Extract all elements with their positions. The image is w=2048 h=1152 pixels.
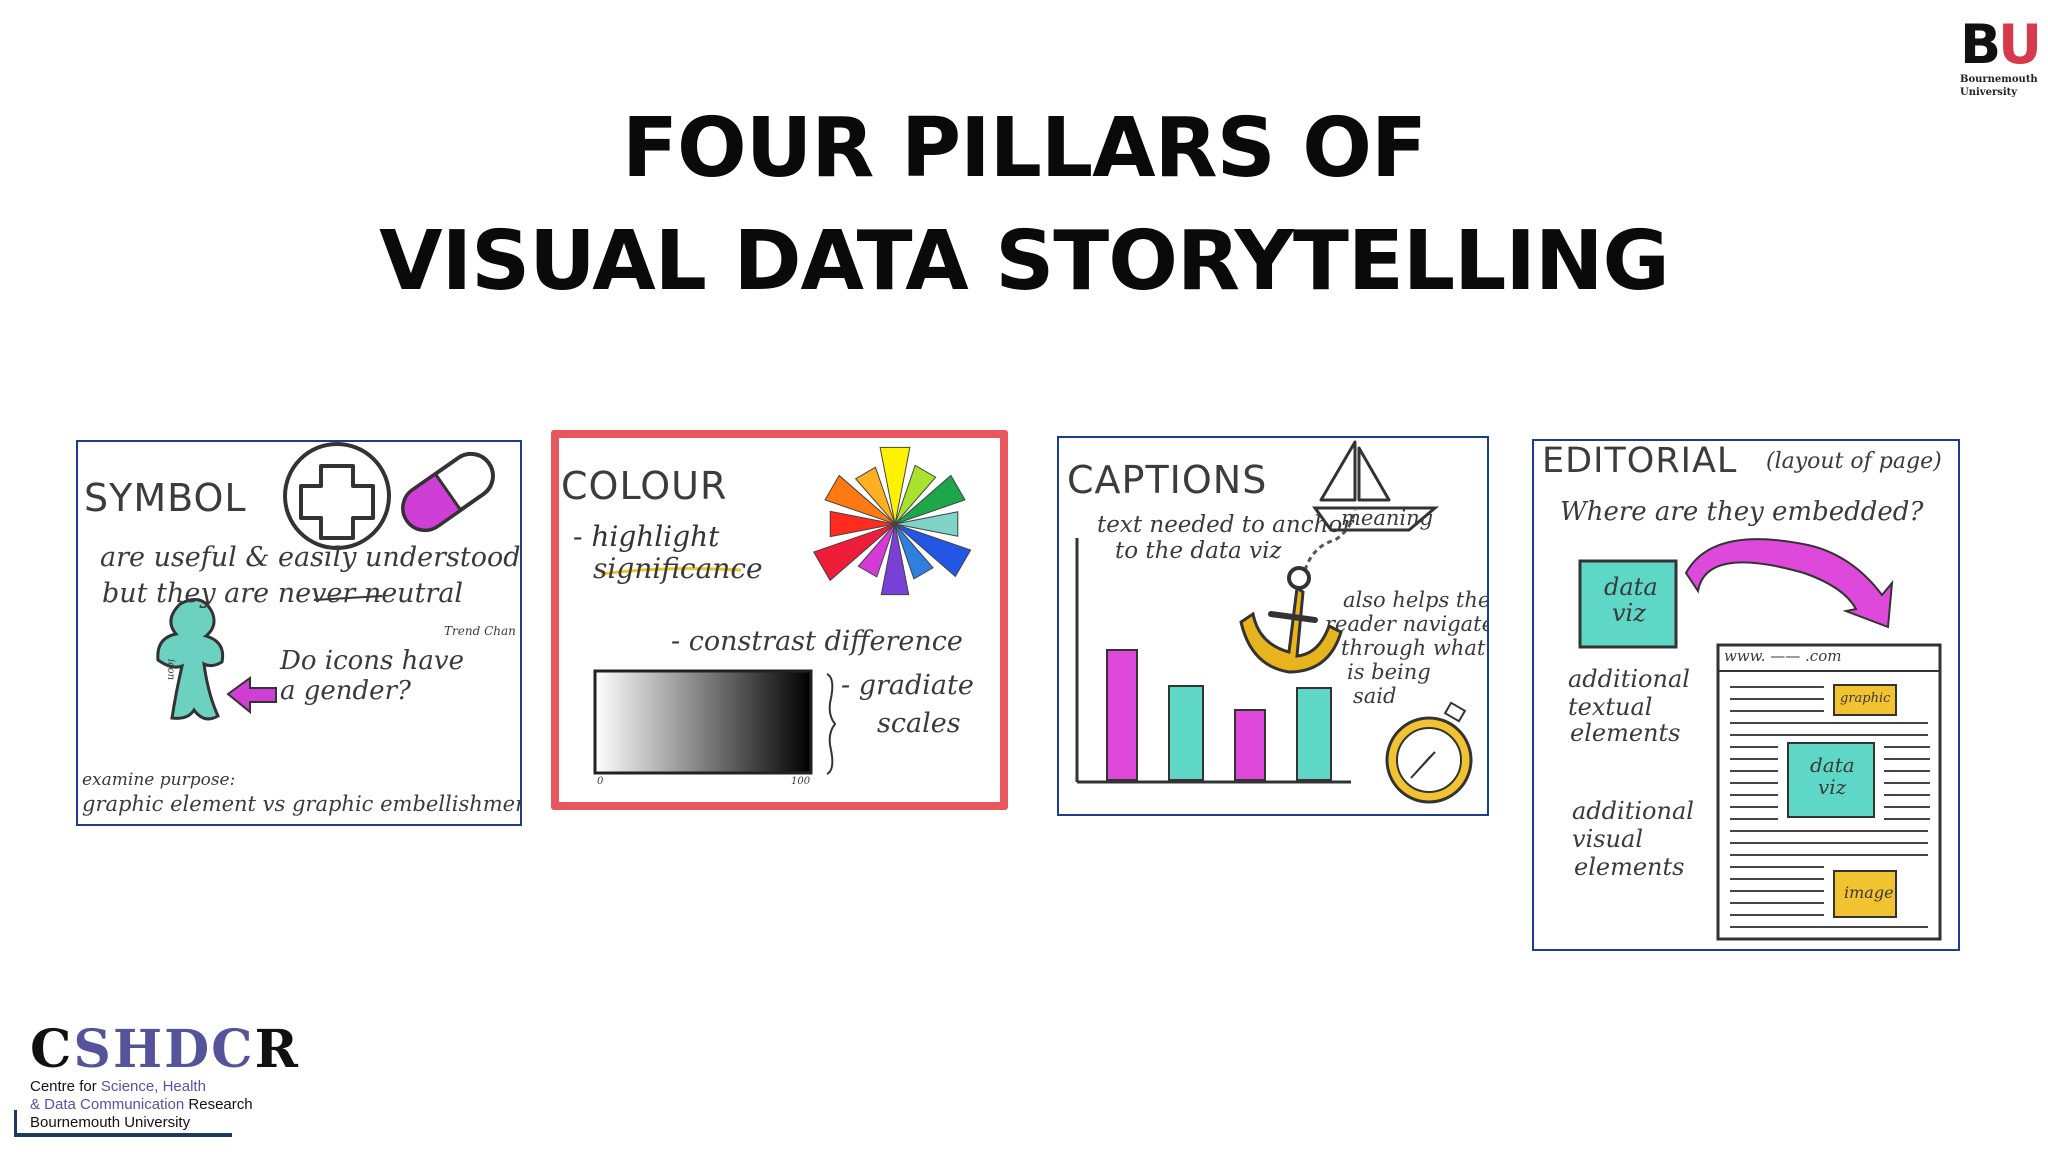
- editorial-url: www. —— .com: [1724, 647, 1842, 665]
- editorial-textual-1: additional: [1568, 665, 1690, 693]
- captions-line-1: text needed to anchor: [1097, 512, 1354, 538]
- colour-wheel-wedge: [894, 523, 972, 578]
- colour-wheel-wedge: [824, 474, 896, 525]
- symbol-figure-label: icon: [165, 658, 177, 681]
- editorial-box-viz: viz: [1612, 599, 1646, 627]
- colour-wheel-icon: [812, 446, 972, 596]
- title-line-2: VISUAL DATA STORYTELLING: [379, 214, 1670, 309]
- captions-panel: CAPTIONS text needed to anchor meaning t…: [1057, 436, 1489, 816]
- first-aid-cross-icon: [283, 442, 391, 550]
- colour-note-3: - constrast difference: [671, 626, 963, 657]
- symbol-heading: SYMBOL: [84, 476, 247, 520]
- captions-help-5: said: [1353, 684, 1397, 708]
- colour-scale-min: 0: [597, 776, 604, 787]
- colour-note-1: - highlight: [573, 520, 720, 553]
- sailboat-icon: [1312, 440, 1440, 532]
- symbol-question-2: a gender?: [280, 676, 411, 706]
- editorial-inner-data: data: [1810, 753, 1855, 777]
- cshdcr-wordmark: CSHDCR: [30, 1019, 300, 1080]
- symbol-line-2: but they are never neutral: [102, 578, 464, 609]
- colour-wheel-wedge: [894, 464, 937, 525]
- underline-never: [313, 595, 383, 601]
- cshdcr-divider: [14, 1133, 232, 1137]
- symbol-question-1: Do icons have: [280, 646, 464, 676]
- captions-heading: CAPTIONS: [1067, 458, 1268, 502]
- cshdcr-divider-tick: [14, 1110, 17, 1136]
- colour-heading: COLOUR: [561, 464, 728, 508]
- editorial-heading: EDITORIAL: [1542, 441, 1738, 481]
- editorial-illustration: [1578, 538, 1942, 941]
- editorial-graphic-label: graphic: [1840, 691, 1891, 706]
- colour-wheel-wedge: [879, 446, 911, 525]
- colour-note-5: scales: [877, 708, 961, 739]
- highlight-underline: [600, 567, 742, 576]
- colour-wheel-wedge: [857, 523, 896, 578]
- webpage-icon: [1716, 643, 1942, 941]
- symbol-credit: Trend Chan: [444, 624, 516, 638]
- editorial-box-data: data: [1604, 573, 1658, 601]
- editorial-visual-1: additional: [1572, 797, 1694, 825]
- editorial-textual-3: elements: [1570, 719, 1681, 747]
- editorial-visual-2: visual: [1572, 825, 1643, 853]
- bu-logo: BU Bournemouth University: [1960, 13, 2042, 99]
- colour-wheel-wedge: [812, 523, 896, 582]
- bu-logo-mark: BU: [1960, 13, 2042, 76]
- colour-wheel-wedge: [894, 523, 934, 580]
- editorial-subheading: (layout of page): [1766, 449, 1942, 474]
- cshdcr-line-2: & Data Communication Research: [30, 1096, 253, 1113]
- editorial-image-label: image: [1844, 883, 1894, 902]
- symbol-illustration: [156, 442, 495, 721]
- colour-note-4: - gradiate: [841, 670, 974, 701]
- cshdcr-line-3: Bournemouth University: [30, 1114, 191, 1131]
- editorial-textual-2: textual: [1568, 693, 1653, 721]
- person-figure-icon: [156, 598, 225, 721]
- captions-illustration: [1075, 440, 1473, 804]
- left-arrow-icon: [226, 676, 277, 715]
- bu-logo-line1: Bournemouth: [1960, 74, 2038, 85]
- editorial-question: Where are they embedded?: [1560, 497, 1924, 527]
- editorial-panel: EDITORIAL (layout of page) Where are the…: [1532, 439, 1960, 951]
- colour-wheel-wedge: [829, 510, 896, 538]
- symbol-line-1: are useful & easily understood: [100, 542, 521, 573]
- captions-help-3: through what: [1341, 636, 1486, 660]
- colour-illustration: [593, 446, 972, 775]
- captions-help-4: is being: [1347, 660, 1431, 684]
- colour-wheel-wedge: [880, 523, 910, 596]
- data-viz-box: [1578, 559, 1678, 649]
- colour-scale-max: 100: [791, 776, 811, 787]
- symbol-panel: SYMBOL are useful & easily understood bu…: [76, 440, 522, 826]
- gradient-bar-icon: [593, 669, 837, 775]
- colour-wheel-wedge: [854, 466, 896, 525]
- captions-help-2: reader navigate: [1325, 612, 1489, 636]
- colour-panel: COLOUR - highlight significance - constr…: [551, 430, 1008, 810]
- captions-line-2: meaning: [1341, 506, 1434, 530]
- curved-arrow-icon: [1684, 538, 1894, 629]
- anchor-icon: [1239, 509, 1357, 674]
- bar-chart-icon: [1075, 538, 1351, 784]
- bu-logo-line2: University: [1960, 87, 2018, 98]
- cshdcr-line-1: Centre for Science, Health: [30, 1078, 206, 1095]
- slide-title: FOUR PILLARS OF VISUAL DATA STORYTELLING: [0, 92, 2048, 318]
- compass-icon: [1385, 701, 1473, 804]
- editorial-visual-3: elements: [1574, 853, 1685, 881]
- colour-wheel-wedge: [894, 474, 966, 525]
- symbol-purpose-2: graphic element vs graphic embellishment: [82, 792, 522, 816]
- title-line-1: FOUR PILLARS OF: [621, 101, 1427, 196]
- captions-line-3: to the data viz: [1115, 538, 1282, 564]
- colour-wheel-wedge: [894, 511, 959, 537]
- editorial-inner-viz: viz: [1818, 775, 1847, 799]
- cshdcr-logo: CSHDCR Centre for Science, Health & Data…: [30, 1019, 300, 1132]
- pill-icon: [401, 451, 495, 533]
- symbol-purpose-1: examine purpose:: [82, 770, 236, 790]
- colour-note-2: significance: [593, 552, 763, 585]
- captions-help-1: also helps the: [1343, 588, 1489, 612]
